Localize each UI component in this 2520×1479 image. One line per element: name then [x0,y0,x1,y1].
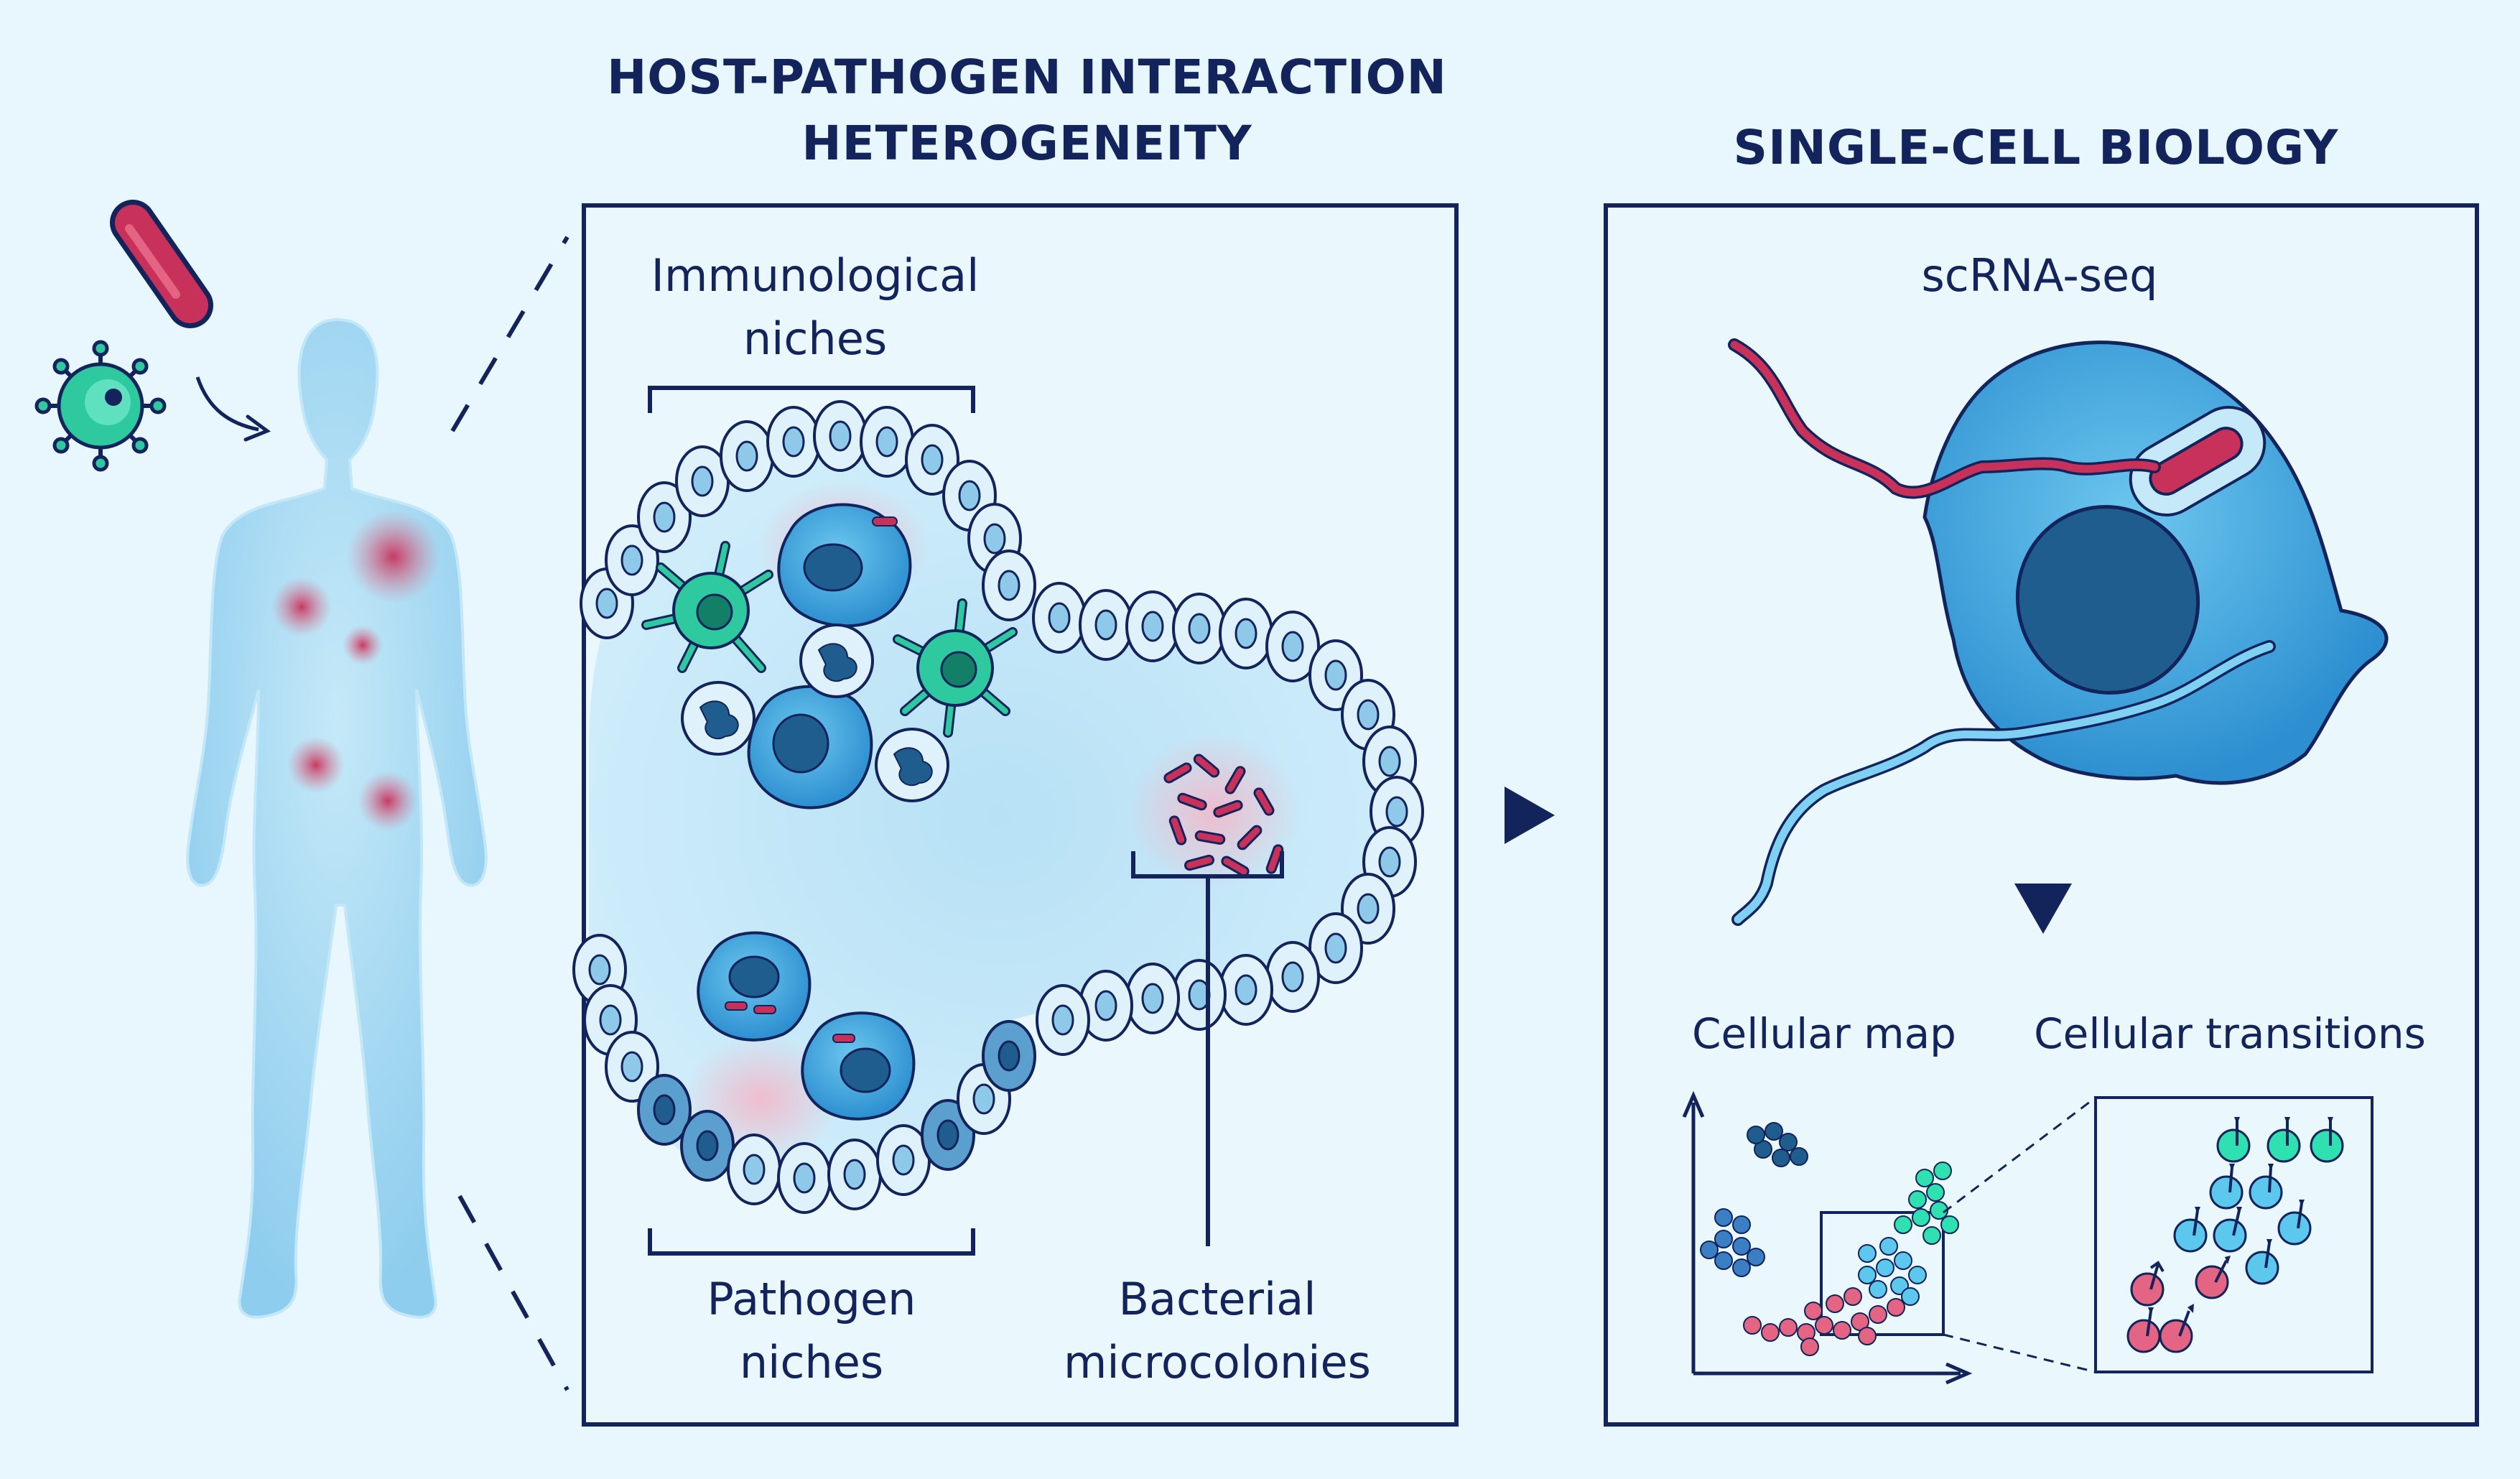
epithelial-cells-upper [580,400,1424,1056]
label-cellular-map: Cellular map [1692,1009,1956,1058]
bracket-pathogen [648,1228,975,1256]
lesion-4 [287,736,345,794]
bracket-immunological [648,386,975,413]
arrow-right-icon [1505,787,1555,844]
label-bacterial-microcolonies: Bacterial microcolonies [1027,1268,1408,1394]
tissue-illustration [572,400,1424,1214]
label-immunological-niches: Immunological niches [603,244,1027,371]
title-host-pathogen: HOST-PATHOGEN INTERACTION HETEROGENEITY [560,45,1494,177]
label-scrnaseq: scRNA-seq [1921,249,2158,302]
dendritic-cell-2 [893,598,1018,738]
cluster-red [1743,1287,1905,1356]
cellular-transitions-cells [2126,1117,2344,1353]
arrow-down-icon [2014,884,2072,934]
label-bacterial-line1: Bacterial [1118,1273,1316,1325]
cluster-green [1894,1162,1959,1245]
human-body [186,317,488,1319]
label-cellular-transitions: Cellular transitions [2034,1009,2426,1058]
lesion-2 [271,577,332,637]
title-single-cell: SINGLE-CELL BIOLOGY [1733,120,2339,175]
label-immunological-line1: Immunological [651,249,980,302]
zoom-line-top [450,236,569,432]
lesion-5 [358,771,418,831]
label-immunological-line2: niches [743,312,888,365]
cluster-dark-blue [1747,1122,1808,1167]
macrophage-middle [747,685,873,810]
lesion-3 [343,625,383,665]
lesion-1 [347,510,440,603]
cellular-map-plot [1682,1090,1973,1385]
label-pathogen-niches: Pathogen niches [625,1268,998,1394]
single-cell-illustration [1728,338,2389,926]
macrophage-upper [777,503,912,628]
zoom-line-bottom [457,1195,569,1391]
virus-icon [34,340,167,472]
label-pathogen-line1: Pathogen [707,1273,916,1325]
infection-arrow [195,376,259,432]
bacterium-rod-icon [110,200,213,328]
dendritic-cell-1 [641,541,773,673]
title-host-pathogen-line1: HOST-PATHOGEN INTERACTION [607,50,1447,105]
macrophage-lower-1 [697,931,812,1042]
bacterial-microcolony [1163,754,1284,877]
macrophage-lower-2 [801,1011,916,1121]
cluster-mid-blue [1700,1208,1765,1277]
label-bacterial-line2: microcolonies [1064,1336,1371,1388]
title-host-pathogen-line2: HETEROGENEITY [801,116,1252,171]
cluster-light-blue [1858,1237,1927,1306]
label-pathogen-line2: niches [739,1336,884,1388]
